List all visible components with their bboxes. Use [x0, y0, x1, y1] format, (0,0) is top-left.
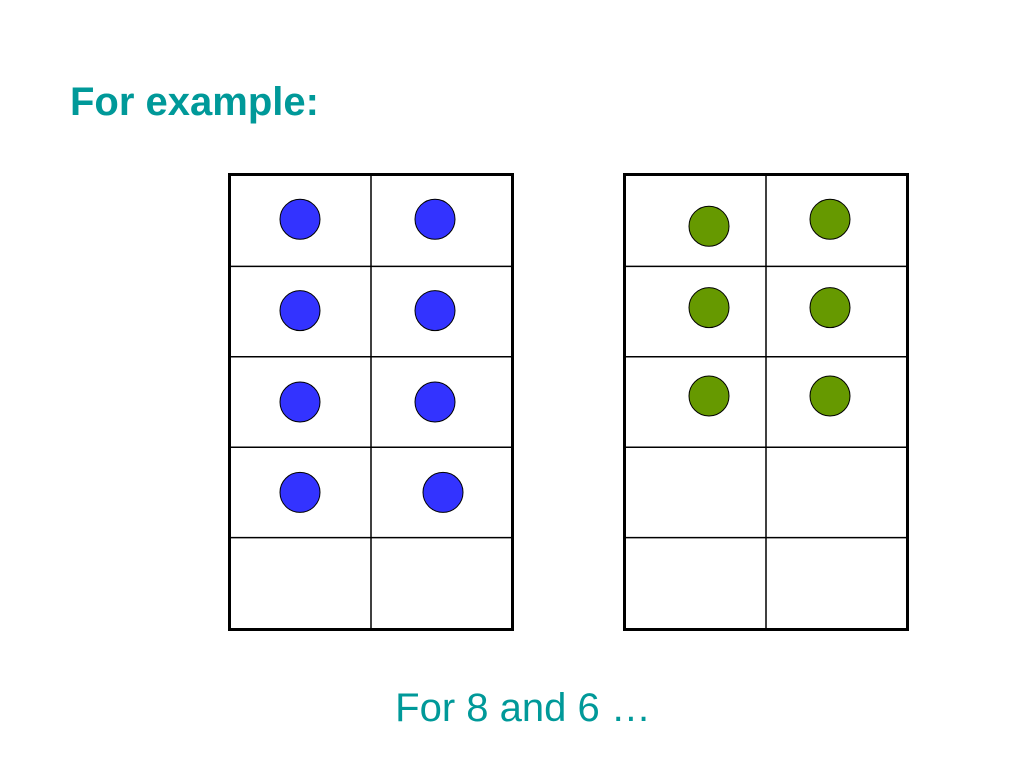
- ten-frame-right-grid: [626, 176, 906, 628]
- slide-title: For example:: [70, 80, 319, 124]
- ten-frame-left-counter: [414, 290, 456, 332]
- ten-frame-left-counter: [279, 198, 321, 240]
- ten-frame-right-counter: [809, 287, 851, 329]
- ten-frame-left-counter: [414, 381, 456, 423]
- ten-frame-right-counter: [809, 375, 851, 417]
- ten-frame-left-counter: [279, 471, 321, 513]
- ten-frame-right-counter: [809, 198, 851, 240]
- ten-frame-left: [228, 173, 514, 631]
- ten-frame-right-counter: [688, 287, 730, 329]
- slide-caption: For 8 and 6 …: [395, 686, 651, 730]
- ten-frame-left-grid: [231, 176, 511, 628]
- ten-frame-right-counter: [688, 205, 730, 247]
- ten-frame-left-counter: [279, 290, 321, 332]
- ten-frame-right-counter: [688, 375, 730, 417]
- ten-frame-left-counter: [279, 381, 321, 423]
- ten-frame-left-counter: [414, 198, 456, 240]
- ten-frame-right: [623, 173, 909, 631]
- ten-frame-left-counter: [422, 471, 464, 513]
